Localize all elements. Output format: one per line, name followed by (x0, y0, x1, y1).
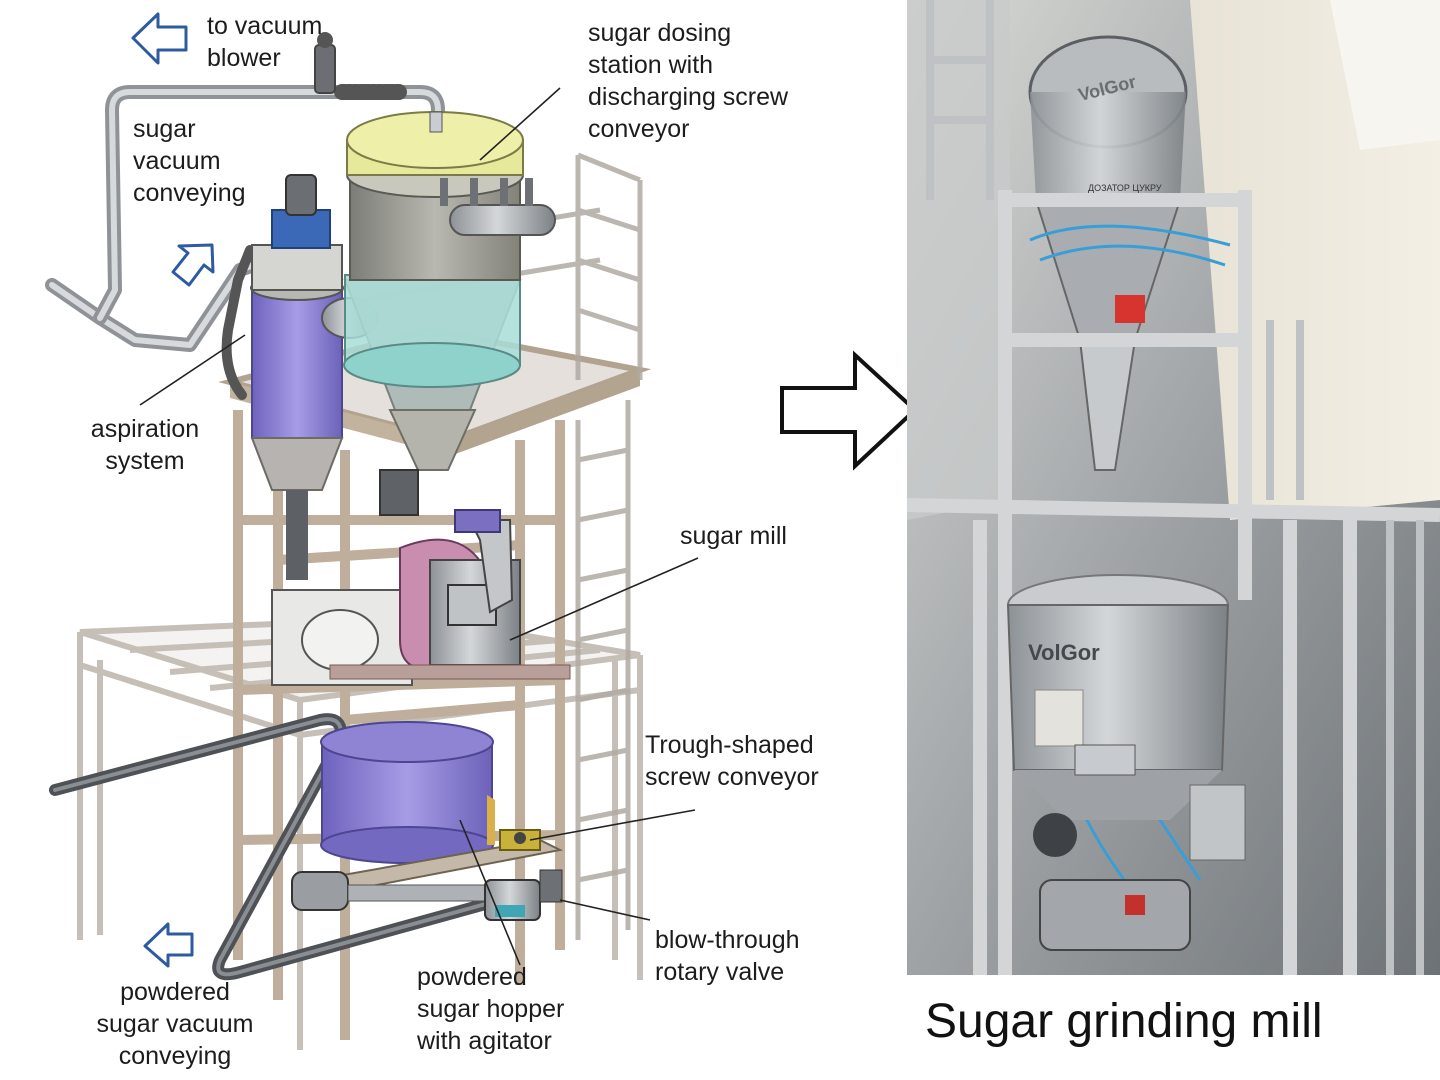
leader-lines (139, 87, 699, 966)
aspiration-system (250, 174, 379, 580)
label-to-vacuum-blower: to vacuum blower (207, 12, 323, 72)
rotary-valve (484, 869, 563, 921)
arrow-to-vacuum-blower (131, 12, 188, 65)
label-sugar-vacuum-conveying: sugar vacuum conveying (133, 115, 246, 207)
photo-station-plate: ДОЗАТОР ЦУКРУ (1088, 183, 1162, 193)
figure-caption: Sugar grinding mill (925, 995, 1323, 1048)
label-aspiration-system: aspiration system (90, 415, 200, 475)
equipment-drawing (45, 12, 699, 1050)
handrail-ladder (359, 152, 643, 940)
label-trough-screw-conveyor: Trough-shaped screw conveyor (645, 731, 819, 791)
label-blow-through-rotary-valve: blow-through rotary valve (655, 926, 800, 986)
arrow-sugar-vacuum-up (171, 243, 215, 287)
powdered-sugar-hopper (320, 721, 495, 864)
flow-arrows (131, 12, 215, 968)
vacuum-piping (45, 84, 506, 981)
arrow-powdered-out (143, 922, 194, 968)
sugar-dosing-station (343, 111, 556, 471)
top-valve (314, 32, 336, 94)
photo-brand-hopper: VolGor (1028, 640, 1100, 665)
installation-photo: VolGor VolGor ДОЗАТОР ЦУКРУ (906, 0, 1440, 975)
label-sugar-mill: sugar mill (680, 522, 787, 550)
main-frame (233, 410, 565, 1040)
screw-conveyor (291, 829, 564, 911)
sugar-mill (271, 469, 571, 686)
label-powdered-sugar-hopper: powdered sugar hopper with agitator (417, 963, 565, 1055)
label-powdered-sugar-vacuum-conveying: powdered sugar vacuum conveying (96, 978, 254, 1070)
label-sugar-dosing-station: sugar dosing station with discharging sc… (588, 19, 789, 143)
transition-arrow (780, 350, 918, 471)
